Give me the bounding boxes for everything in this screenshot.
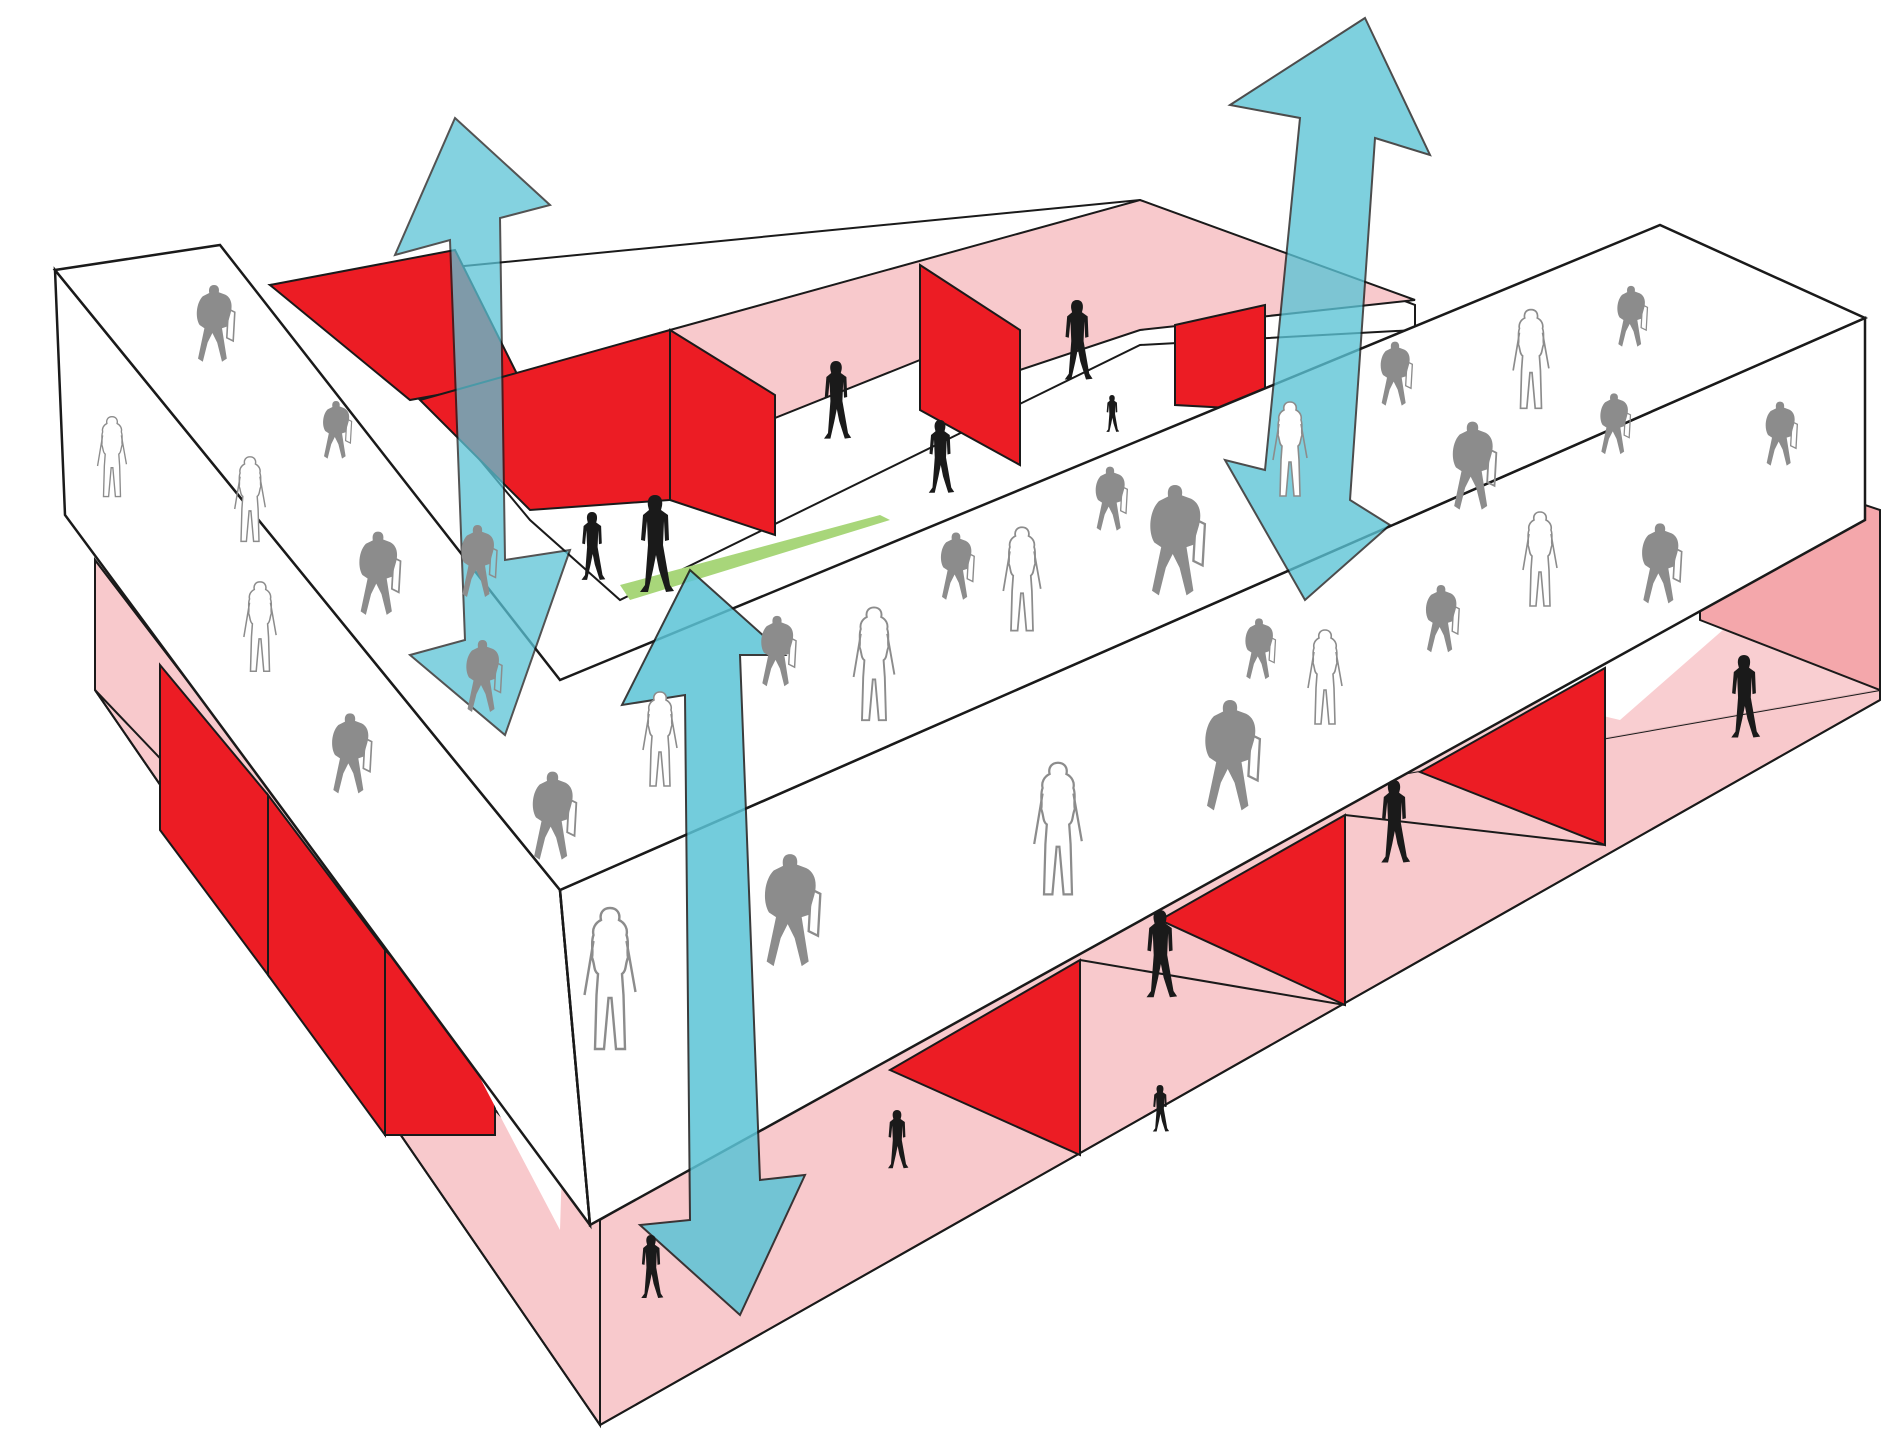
person-figure-icon [1106,395,1119,432]
